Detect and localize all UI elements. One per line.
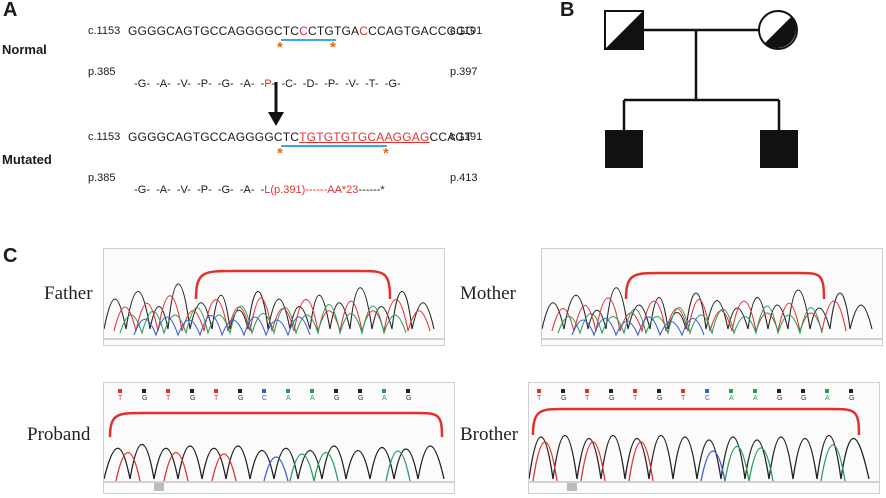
svg-text:T: T: [585, 395, 590, 402]
mutated-star-left: *: [277, 145, 283, 162]
svg-text:G: G: [561, 395, 566, 402]
normal-star-left: *: [277, 39, 283, 56]
mutated-star-right: *: [383, 145, 389, 162]
svg-text:T: T: [681, 395, 686, 402]
proband-label: Proband: [27, 424, 91, 445]
svg-text:G: G: [334, 395, 339, 402]
proband-chromatogram: T G T G T G C A A G G A G: [103, 382, 455, 494]
brother-chromatogram: T G T G T G T C A A G G A G: [528, 382, 880, 494]
mother-chromatogram: [541, 248, 883, 346]
panel-a-letter: A: [3, 0, 18, 21]
proband-base-calls: T G T G T G C A A G G A G: [118, 395, 411, 402]
normal-p-start: p.385: [88, 66, 116, 78]
normal-c-end: c.1191: [450, 25, 483, 37]
brother-trace: T G T G T G T C A A G G A G: [529, 389, 879, 491]
mutated-aa-sequence: -G- -A- -V- -P- -G- -A- -L(p.391)------A…: [134, 184, 385, 196]
svg-text:G: G: [801, 395, 806, 402]
father-chromatogram: [103, 248, 445, 346]
father-label: Father: [44, 283, 93, 304]
svg-text:G: G: [406, 395, 411, 402]
svg-text:A: A: [729, 395, 734, 402]
panel-c-letter: C: [3, 245, 18, 267]
svg-text:G: G: [777, 395, 782, 402]
svg-text:G: G: [657, 395, 662, 402]
normal-star-right: *: [330, 39, 336, 56]
mother-symbol: [758, 10, 798, 50]
proband-bracket: [108, 411, 444, 438]
mutated-blue-underline: [281, 145, 387, 147]
svg-text:G: G: [190, 395, 195, 402]
svg-text:T: T: [214, 395, 219, 402]
svg-text:A: A: [825, 395, 830, 402]
father-trace: [104, 269, 444, 340]
svg-text:A: A: [310, 395, 315, 402]
panel-b-letter: B: [560, 0, 575, 21]
mother-label: Mother: [460, 283, 516, 304]
mother-trace: [542, 271, 882, 340]
svg-text:A: A: [382, 395, 387, 402]
svg-text:T: T: [166, 395, 171, 402]
mutated-p-end: p.413: [450, 172, 478, 184]
svg-text:C: C: [705, 395, 710, 402]
svg-text:A: A: [753, 395, 758, 402]
father-bracket: [194, 269, 392, 300]
svg-text:A: A: [286, 395, 291, 402]
normal-aa-sequence: -G- -A- -V- -P- -G- -A- -P- -C- -D- -P- …: [134, 78, 401, 90]
svg-text:G: G: [238, 395, 243, 402]
normal-c-start: c.1153: [88, 25, 121, 37]
svg-text:T: T: [118, 395, 123, 402]
brother-bracket: [531, 407, 861, 436]
pedigree-chart: [604, 10, 798, 168]
mother-bracket: [624, 271, 826, 300]
svg-text:G: G: [609, 395, 614, 402]
svg-text:G: G: [142, 395, 147, 402]
svg-text:C: C: [262, 395, 267, 402]
brother-base-ticks: [537, 389, 853, 393]
mutated-p-start: p.385: [88, 172, 116, 184]
brother-base-calls: T G T G T G T C A A G G A G: [537, 395, 854, 402]
mutated-c-end: c.1191: [450, 131, 483, 143]
svg-text:T: T: [633, 395, 638, 402]
svg-text:G: G: [358, 395, 363, 402]
mutated-c-start: c.1153: [88, 131, 121, 143]
mutation-arrow: [268, 82, 284, 126]
svg-text:T: T: [537, 395, 542, 402]
normal-blue-underline: [281, 39, 336, 41]
svg-text:G: G: [849, 395, 854, 402]
proband-base-ticks: [118, 389, 410, 393]
father-symbol: [604, 10, 644, 50]
proband-trace: T G T G T G C A A G G A G: [104, 389, 454, 491]
mutated-dna-sequence: GGGGCAGTGCCAGGGGCTCTGTGTGTGCAAGGAGCCAGT: [128, 130, 473, 144]
normal-dna-sequence: GGGGCAGTGCCAGGGGCTCCCTGTGACCCAGTGACCGGG: [128, 24, 476, 38]
brother-label: Brother: [460, 424, 519, 445]
brother-symbol: [760, 130, 798, 168]
normal-p-end: p.397: [450, 66, 478, 78]
proband-symbol: [605, 130, 643, 168]
mutated-label: Mutated: [2, 152, 52, 167]
normal-label: Normal: [2, 42, 47, 57]
